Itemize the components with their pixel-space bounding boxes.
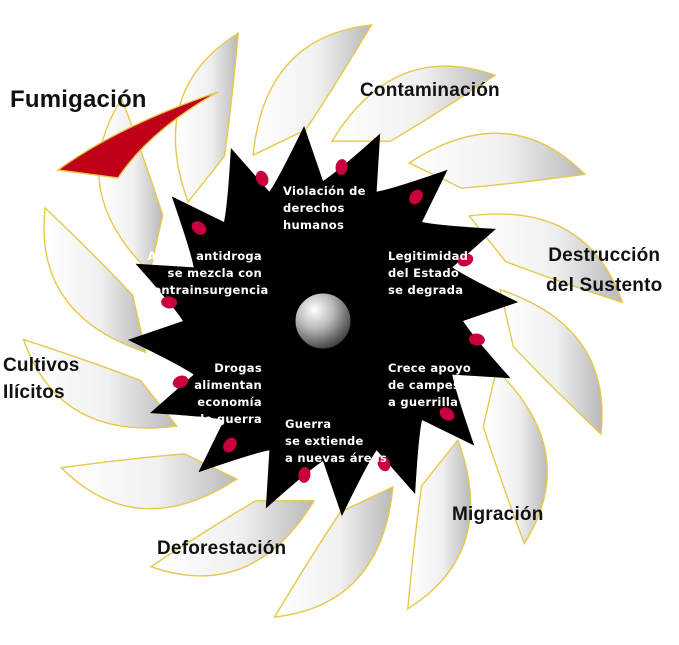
red-drops xyxy=(161,159,485,483)
red-drop xyxy=(409,189,423,205)
blade xyxy=(407,132,587,189)
blade xyxy=(273,485,394,618)
blade xyxy=(330,65,497,142)
label-apoyo-campesinos: Crece apoyo de campesinos a guerrilla xyxy=(388,361,489,409)
blade xyxy=(499,288,603,436)
label-destruccion-sustento: Destrucción del Sustento xyxy=(546,245,663,296)
blade xyxy=(43,206,147,354)
red-drop xyxy=(298,466,311,483)
blade xyxy=(174,31,240,204)
red-drop xyxy=(255,170,269,187)
blade xyxy=(467,213,624,304)
label-drogas-economia: Drogas alimentan economía de guerra xyxy=(194,361,262,426)
blade xyxy=(252,24,373,157)
red-drop xyxy=(161,296,178,309)
red-drop xyxy=(468,333,485,346)
label-violacion-derechos: Violación de derechos humanos xyxy=(283,184,366,232)
red-drop xyxy=(377,455,391,472)
label-deforestacion: Deforestación xyxy=(157,538,287,559)
center-hub xyxy=(294,292,352,350)
red-drop xyxy=(335,159,348,176)
red-drop xyxy=(172,375,189,389)
label-cultivos-ilicitos: Cultivos Ilícitos xyxy=(3,355,80,403)
blade xyxy=(59,453,239,510)
blade xyxy=(406,438,472,611)
label-migracion: Migración xyxy=(452,504,544,525)
red-drop xyxy=(457,253,474,267)
label-contaminacion: Contaminación xyxy=(360,80,500,101)
label-guerra-extiende: Guerra se extiende a nuevas áreas xyxy=(285,417,388,465)
blade xyxy=(482,368,548,546)
blade xyxy=(149,500,316,577)
highlighted-blade-fumigacion xyxy=(56,91,219,179)
label-fumigacion: Fumigación xyxy=(10,86,147,113)
red-drop xyxy=(223,437,237,453)
red-drop xyxy=(191,221,207,235)
label-accion-antidroga: Acción antidroga se mezcla con contrains… xyxy=(146,249,269,297)
outer-blades xyxy=(22,24,624,618)
blade xyxy=(22,338,179,429)
label-legitimidad-estado: Legitimidad del Estado se degrada xyxy=(388,249,469,297)
red-drop xyxy=(439,407,455,421)
